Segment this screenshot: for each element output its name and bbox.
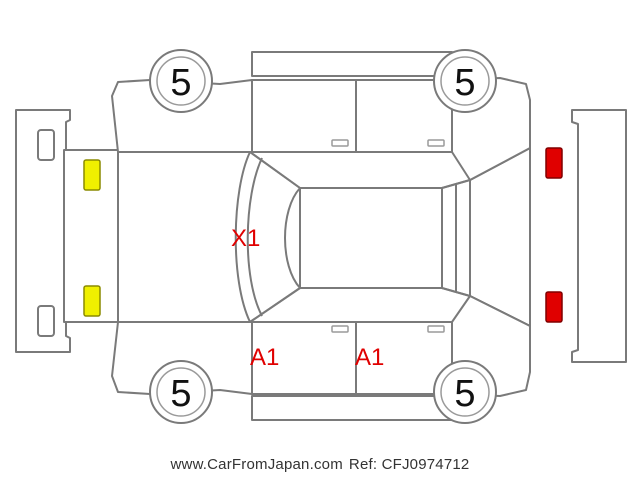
tire-rear-right-tread: 5	[454, 373, 475, 415]
tire-front-right: 5	[149, 360, 213, 424]
damage-code-right-front-door: A1	[250, 344, 279, 371]
damage-code-hood: X1	[231, 225, 260, 252]
tire-rear-right: 5	[433, 360, 497, 424]
tire-front-left-tread: 5	[170, 62, 191, 104]
tire-front-left: 5	[149, 49, 213, 113]
front-bumper	[15, 109, 71, 353]
car-body-top-view	[63, 147, 531, 327]
headlight-right	[83, 285, 101, 317]
right-side-panels	[111, 295, 531, 421]
tire-rear-left: 5	[433, 49, 497, 113]
website-text: www.CarFromJapan.com	[170, 456, 343, 473]
left-side-panels	[111, 51, 531, 181]
tire-rear-left-tread: 5	[454, 62, 475, 104]
taillight-left	[545, 147, 563, 179]
rear-bumper	[571, 109, 627, 363]
footer-credit: www.CarFromJapan.com Ref: CFJ0974712	[0, 456, 640, 473]
tire-front-right-tread: 5	[170, 373, 191, 415]
reference-text: Ref: CFJ0974712	[348, 456, 470, 473]
headlight-left	[83, 159, 101, 191]
taillight-right	[545, 291, 563, 323]
damage-code-right-rear-door: A1	[355, 344, 384, 371]
